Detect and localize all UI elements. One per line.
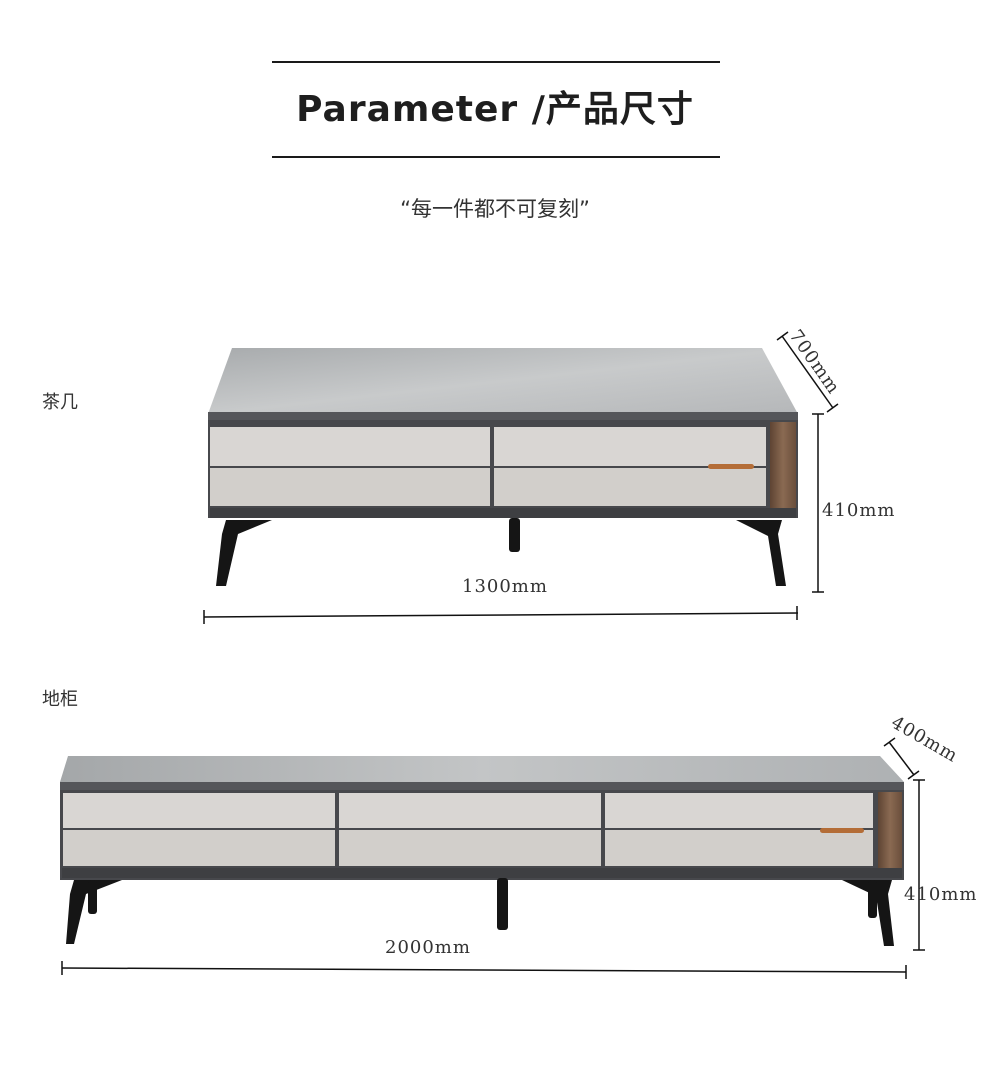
tv-cabinet-top-edge: [60, 782, 904, 790]
page-title: Parameter /产品尺寸: [296, 89, 694, 130]
coffee-table-width-line: [203, 612, 799, 618]
coffee-table-wood-side: [770, 422, 796, 514]
tv-cabinet-drawer-1-bottom: [63, 830, 335, 866]
tv-cabinet-height-dimension: 410mm: [904, 884, 978, 905]
coffee-table-drawer-1-bottom: [210, 468, 490, 506]
coffee-table-height-dimension: 410mm: [822, 500, 896, 521]
page-subtitle: “每一件都不可复刻”: [400, 197, 590, 221]
title-rule-top: [272, 61, 720, 63]
tv-cabinet-top: [60, 756, 904, 782]
coffee-table-base: [210, 508, 796, 518]
product-label-tv-cabinet: 地柜: [42, 689, 78, 710]
tv-cabinet-leg-right: [842, 880, 894, 946]
tv-cabinet-leg-left-back: [88, 880, 97, 914]
tv-cabinet-handle: [820, 828, 864, 833]
tv-cabinet-width-dimension: 2000mm: [385, 937, 471, 958]
tv-cabinet-drawer-1-top: [63, 793, 335, 828]
tv-cabinet-depth-line: [888, 741, 915, 776]
tv-cabinet-width-line: [61, 967, 907, 973]
tv-cabinet-drawer-2-top: [339, 793, 601, 828]
coffee-table-drawer-2-top: [494, 427, 766, 466]
coffee-table-leg-left: [216, 520, 272, 586]
tv-cabinet-leg-right-back: [868, 880, 877, 918]
coffee-table-top: [208, 348, 798, 414]
coffee-table-width-dimension: 1300mm: [462, 576, 548, 597]
title-rule-bottom: [272, 156, 720, 158]
coffee-table-drawer-2-bottom: [494, 468, 766, 506]
tv-cabinet-base: [62, 868, 902, 878]
coffee-table-handle: [708, 464, 754, 469]
coffee-table-drawer-1-top: [210, 427, 490, 466]
coffee-table-leg-center: [509, 518, 520, 552]
tv-cabinet-leg-left: [66, 880, 122, 944]
coffee-table-leg-right: [736, 520, 786, 586]
coffee-table-depth-line: [781, 335, 834, 409]
product-label-coffee-table: 茶几: [42, 392, 78, 413]
tv-cabinet-drawer-3-bottom: [605, 830, 873, 866]
coffee-table-top-edge: [208, 412, 798, 420]
tv-cabinet-wood-side: [878, 792, 902, 876]
tv-cabinet-leg-center: [497, 878, 508, 930]
tv-cabinet-drawer-3-top: [605, 793, 873, 828]
tv-cabinet-drawer-2-bottom: [339, 830, 601, 866]
